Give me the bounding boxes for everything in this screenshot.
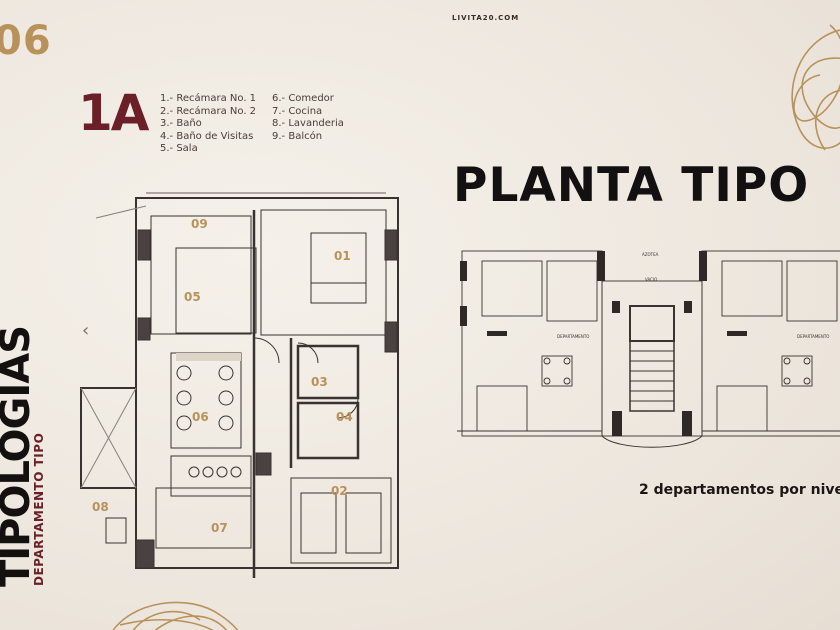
typical-level-plan: DEPARTAMENTO DEPARTAMENTO AZOTEA VACIO xyxy=(457,250,840,448)
room-label: 02 xyxy=(331,484,348,498)
legend-item: 3.- Baño xyxy=(160,118,202,130)
unit-floor-plan: 09 01 05 03 06 04 02 08 07 xyxy=(80,192,399,578)
room-label: 01 xyxy=(334,249,351,263)
room-legend-col1: 1.- Recámara No. 1 2.- Recámara No. 2 3.… xyxy=(160,93,256,156)
room-legend-col2: 6.- Comedor 7.- Cocina 8.- Lavanderia 9.… xyxy=(272,93,344,143)
room-label: 07 xyxy=(211,521,228,535)
room-label: 08 xyxy=(92,500,109,514)
legend-item: 5.- Sala xyxy=(160,143,198,155)
section-title: TIPOLOGIAS xyxy=(0,325,39,587)
room-label: 06 xyxy=(192,410,209,424)
chevron-left-icon[interactable]: ‹ xyxy=(82,320,90,341)
planta-caption: 2 departamentos por nivel xyxy=(639,482,840,498)
room-label: 04 xyxy=(336,410,353,424)
plan-label: VACIO xyxy=(645,277,657,282)
plan-label: AZOTEA xyxy=(642,252,659,257)
legend-item: 1.- Recámara No. 1 xyxy=(160,93,257,104)
legend-item: 6.- Comedor xyxy=(272,93,334,104)
room-label: 05 xyxy=(184,290,201,304)
unit-code: 1A xyxy=(78,84,149,142)
plan-label: DEPARTAMENTO xyxy=(797,334,829,339)
site-url[interactable]: LIVITA20.COM xyxy=(452,14,520,22)
legend-item: 9.- Balcón xyxy=(272,130,323,142)
section-subtitle: DEPARTAMENTO TIPO xyxy=(32,432,46,586)
gold-knot-ornament-bottom xyxy=(112,601,239,630)
page-number: 06 xyxy=(0,18,52,64)
room-label: 03 xyxy=(311,375,328,389)
planta-tipo-title: PLANTA TIPO xyxy=(453,158,810,213)
legend-item: 2.- Recámara No. 2 xyxy=(160,105,257,117)
gold-knot-ornament-top xyxy=(791,24,840,151)
sofa-rug xyxy=(176,353,241,361)
legend-item: 8.- Lavanderia xyxy=(272,118,344,130)
room-label: 09 xyxy=(191,217,208,231)
legend-item: 7.- Cocina xyxy=(272,105,323,117)
legend-item: 4.- Baño de Visitas xyxy=(160,130,254,142)
plan-label: DEPARTAMENTO xyxy=(557,334,589,339)
